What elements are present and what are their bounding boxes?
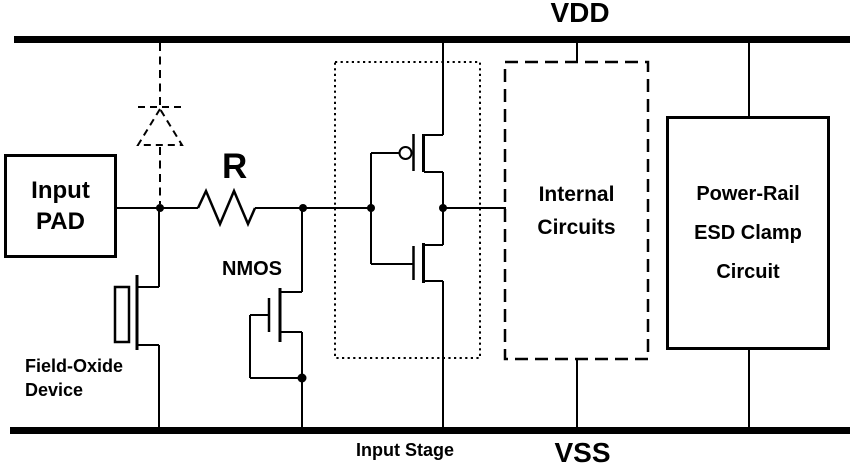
- vdd-label: VDD: [550, 0, 610, 28]
- input-pad-label-line2: PAD: [36, 208, 85, 235]
- junction-dots: [156, 204, 447, 383]
- internal-circuits-label: Internal Circuits: [505, 62, 648, 359]
- vss-rail: [10, 427, 850, 434]
- vdd-rail: [14, 36, 850, 43]
- vss-label: VSS: [554, 437, 611, 468]
- field-oxide-label: Field-Oxide Device: [25, 354, 123, 402]
- esd-clamp-line1: Power-Rail: [696, 182, 800, 205]
- field-oxide-label-line2: Device: [25, 380, 84, 400]
- nmos-label: NMOS: [222, 258, 282, 280]
- pmos-symbol: [398, 134, 425, 172]
- signal-wires: [111, 43, 750, 427]
- inverter-nmos-symbol: [412, 243, 425, 283]
- diode-symbol: [136, 43, 184, 204]
- input-pad-label-line1: Input: [31, 177, 90, 204]
- esd-clamp-box: Power-Rail ESD Clamp Circuit: [666, 116, 830, 350]
- field-oxide-nmos-symbol: [113, 275, 139, 350]
- field-oxide-label-line1: Field-Oxide: [25, 356, 124, 376]
- internal-circuits-line1: Internal: [538, 182, 615, 206]
- input-stage-dotted-box: [334, 61, 481, 359]
- esd-clamp-line3: Circuit: [716, 260, 780, 283]
- input-stage-label: Input Stage: [356, 440, 454, 460]
- esd-clamp-line2: ESD Clamp: [694, 221, 802, 244]
- internal-circuits-line2: Circuits: [537, 215, 616, 239]
- ggnmos-symbol: [267, 288, 282, 342]
- input-pad-box: Input PAD: [4, 154, 117, 258]
- resistor-symbol: [196, 187, 257, 228]
- resistor-label: R: [222, 147, 248, 186]
